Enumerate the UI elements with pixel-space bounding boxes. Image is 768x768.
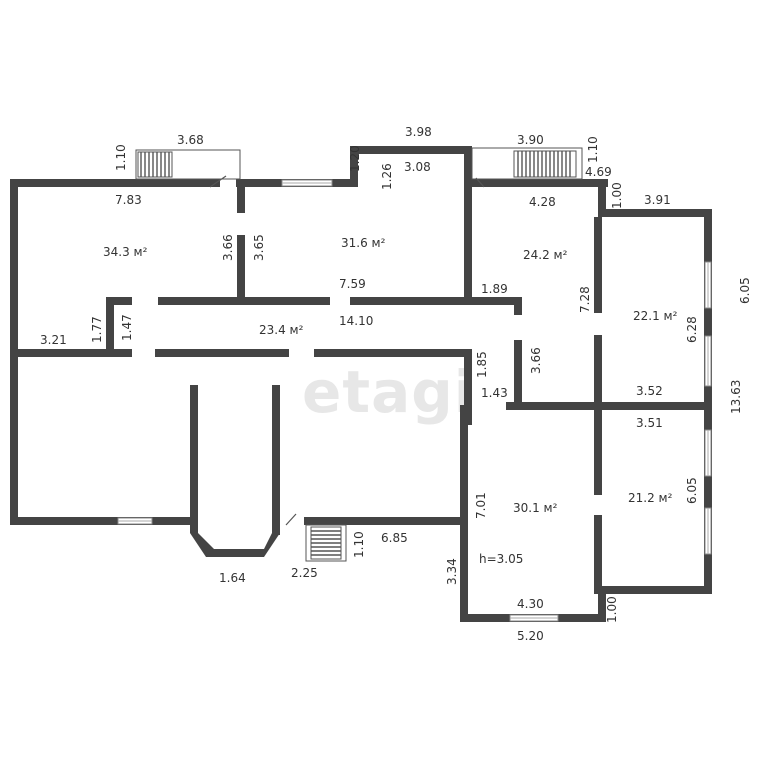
- wall: [10, 517, 196, 525]
- wall: [106, 297, 114, 355]
- wall: [514, 297, 522, 315]
- wall: [464, 146, 472, 297]
- staircase-top-right: [471, 147, 583, 180]
- dimension-label: 6.85: [381, 531, 408, 545]
- dimension-label: 13.63: [729, 380, 743, 414]
- door: [285, 513, 297, 526]
- dimension-label: 3.51: [636, 416, 663, 430]
- dimension-label: 3.21: [40, 333, 67, 347]
- height-note: h=3.05: [479, 552, 523, 566]
- wall: [155, 349, 289, 357]
- dimension-label: 3.66: [529, 347, 543, 374]
- wall: [514, 340, 522, 410]
- dimension-label: 4.28: [529, 195, 556, 209]
- dimension-label: 1.10: [114, 144, 128, 171]
- wall: [304, 517, 464, 525]
- wall: [460, 405, 468, 622]
- wall: [464, 349, 472, 425]
- room-area-label: 21.2 м²: [628, 491, 673, 505]
- wall: [262, 533, 280, 557]
- dimension-label: 3.90: [517, 133, 544, 147]
- wall: [10, 179, 18, 525]
- staircase-top-left: [135, 149, 241, 180]
- wall: [472, 179, 608, 187]
- dimension-label: 1.00: [610, 182, 624, 209]
- dimension-label: 3.08: [404, 160, 431, 174]
- wall: [132, 179, 220, 187]
- wall: [594, 217, 602, 313]
- wall: [506, 402, 712, 410]
- dimension-label: 1.85: [475, 351, 489, 378]
- wall: [10, 179, 132, 187]
- watermark: etagi: [302, 358, 475, 426]
- wall: [237, 187, 245, 213]
- wall: [598, 586, 606, 622]
- wall: [190, 385, 198, 533]
- wall: [594, 335, 602, 495]
- wall: [598, 586, 712, 594]
- dimension-label: 1.26: [380, 163, 394, 190]
- wall: [106, 297, 132, 305]
- dimension-label: 14.10: [339, 314, 373, 328]
- wall: [158, 297, 330, 305]
- room-area-label: 30.1 м²: [513, 501, 558, 515]
- room-area-label: 24.2 м²: [523, 248, 568, 262]
- dimension-label: 5.20: [517, 629, 544, 643]
- dimension-label: 6.05: [685, 477, 699, 504]
- dimension-label: 3.52: [636, 384, 663, 398]
- wall: [206, 549, 264, 557]
- dimension-label: 1.89: [481, 282, 508, 296]
- dimension-label: 3.66: [221, 234, 235, 261]
- room-area-label: 31.6 м²: [341, 236, 386, 250]
- dimension-label: 1.77: [90, 316, 104, 343]
- dimension-label: 1.43: [481, 386, 508, 400]
- dimension-label: 3.65: [252, 234, 266, 261]
- wall: [598, 179, 606, 209]
- room-area-label: 34.3 м²: [103, 245, 148, 259]
- dimension-label: 2.25: [291, 566, 318, 580]
- dimension-label: 6.05: [738, 277, 752, 304]
- wall: [272, 385, 280, 535]
- room-area-label: 22.1 м²: [633, 309, 678, 323]
- dimension-label: 1.47: [120, 314, 134, 341]
- dimension-label: 1.10: [586, 136, 600, 163]
- dimension-label: 7.01: [474, 492, 488, 519]
- dimension-label: 4.69: [585, 165, 612, 179]
- dimension-label: 3.91: [644, 193, 671, 207]
- wall: [594, 515, 602, 594]
- room-area-label: 23.4 м²: [259, 323, 304, 337]
- wall: [350, 297, 522, 305]
- dimension-label: 3.34: [445, 558, 459, 585]
- dimension-label: 3.68: [177, 133, 204, 147]
- dimension-label: 1.20: [348, 145, 362, 172]
- wall: [704, 209, 712, 594]
- dimension-label: 7.28: [578, 286, 592, 313]
- wall: [18, 349, 132, 357]
- staircase-bottom: [305, 524, 347, 562]
- wall: [350, 146, 472, 154]
- dimension-label: 1.00: [605, 596, 619, 623]
- wall: [598, 209, 712, 217]
- dimension-label: 6.28: [685, 316, 699, 343]
- dimension-label: 4.30: [517, 597, 544, 611]
- dimension-label: 7.83: [115, 193, 142, 207]
- wall: [237, 235, 245, 301]
- dimension-label: 7.59: [339, 277, 366, 291]
- dimension-label: 1.64: [219, 571, 246, 585]
- wall: [314, 349, 472, 357]
- dimension-label: 1.10: [352, 531, 366, 558]
- wall: [350, 146, 358, 187]
- dimension-label: 3.98: [405, 125, 432, 139]
- door: [209, 175, 227, 188]
